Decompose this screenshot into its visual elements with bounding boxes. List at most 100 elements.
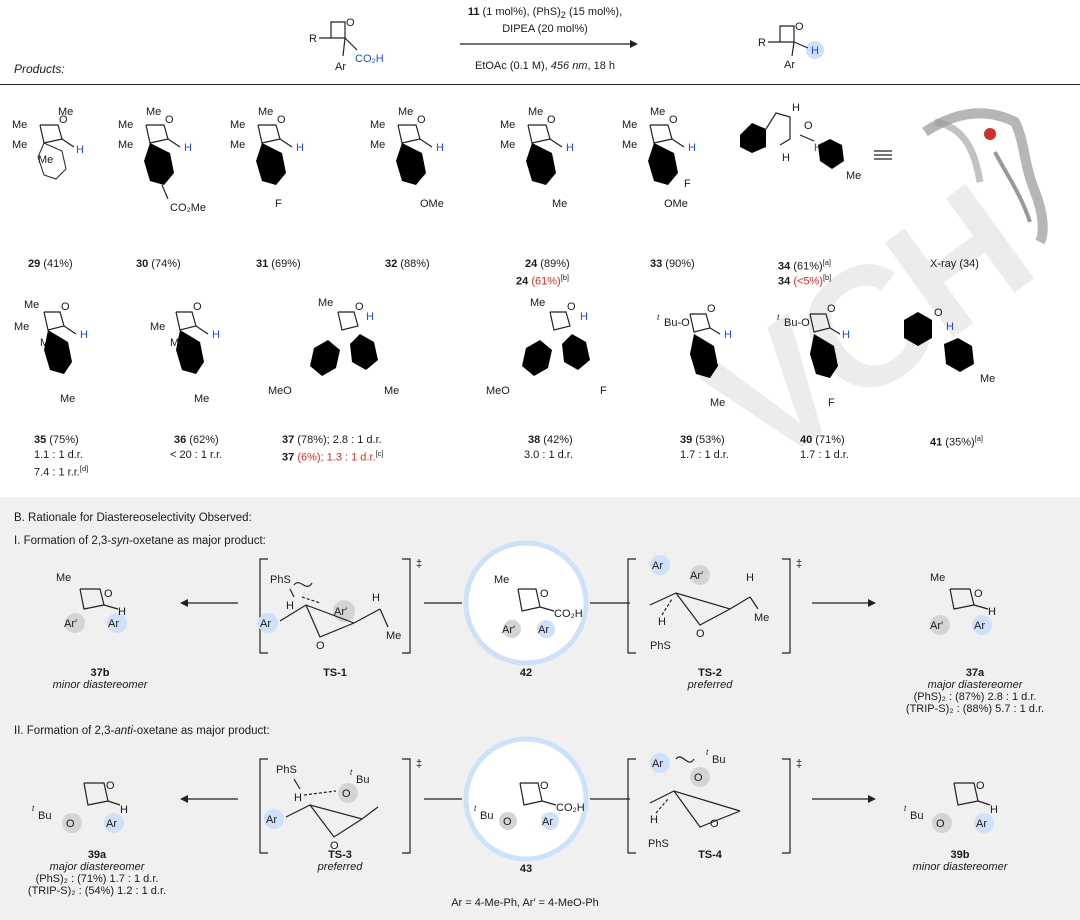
svg-text:Ar: Ar [652,560,663,572]
label-33: 33 (90%) [650,258,695,270]
svg-text:Me: Me [60,393,75,405]
label-40-l2: 1.7 : 1 d.r. [800,449,849,461]
caption-ts4: TS-4 [698,849,722,861]
svg-text:Ar: Ar [106,818,117,830]
svg-text:O: O [567,301,576,313]
svg-text:H: H [990,804,998,816]
svg-text:H: H [688,142,696,154]
svg-text:Me: Me [14,321,29,333]
svg-text:t: t [706,748,709,757]
product-h: H [811,45,819,57]
label-39-l2: 1.7 : 1 d.r. [680,449,729,461]
svg-text:Me: Me [386,630,401,642]
svg-text:Me: Me [146,106,161,118]
svg-text:O: O [710,818,719,830]
svg-text:OMe: OMe [420,198,444,210]
svg-text:H: H [814,142,822,154]
svg-text:Me: Me [58,106,73,118]
label-35-l2: 1.1 : 1 d.r. [34,449,83,461]
structure-34: HOH H Me [740,102,861,182]
svg-text:H: H [792,102,800,114]
svg-text:Me: Me [230,139,245,151]
svg-text:H: H [746,572,754,584]
svg-text:Ar: Ar [652,758,663,770]
label-40: 40 (71%) [800,434,845,446]
svg-text:O: O [827,303,836,315]
label-34-line2: 34 (<5%)[b] [778,273,832,288]
svg-text:O: O [974,588,983,600]
structure-37b: Me O H Ar′Ar [56,572,127,633]
svg-text:H: H [120,804,128,816]
svg-text:Me: Me [980,373,995,385]
svg-text:Me: Me [500,139,515,151]
svg-text:H: H [842,329,850,341]
svg-text:Me: Me [846,170,861,182]
structure-39: Bu-Ot OH Me [657,303,732,409]
product-r: R [758,37,766,49]
svg-text:F: F [600,385,607,397]
svg-text:Ar: Ar [260,618,271,630]
svg-text:O: O [694,772,703,784]
svg-text:Me: Me [398,106,413,118]
svg-text:Me: Me [12,139,27,151]
svg-text:Me: Me [370,119,385,131]
svg-text:Me: Me [552,198,567,210]
svg-text:Bu-O: Bu-O [664,317,690,329]
svg-text:MeO: MeO [268,385,292,397]
svg-text:Me: Me [318,297,333,309]
svg-text:‡: ‡ [796,558,802,570]
svg-text:PhS: PhS [276,764,297,776]
caption-42: 42 [519,667,533,679]
label-37-l2: 37 (6%); 1.3 : 1 d.r.[c] [282,449,384,464]
svg-text:O: O [104,588,113,600]
label-35-l3: 7.4 : 1 r.r.[d] [34,464,89,479]
reaction-arrow [460,40,638,48]
svg-text:MeO: MeO [486,385,510,397]
header-rule [0,84,1080,85]
label-29: 29 (41%) [28,258,73,270]
svg-text:O: O [707,303,716,315]
svg-text:Me: Me [930,572,945,584]
substrate-r: R [309,33,317,45]
svg-text:O: O [934,307,943,319]
panel-b-title: B. Rationale for Diastereoselectivity Ob… [14,512,252,524]
label-34: 34 (61%)[a] [778,258,831,273]
svg-text:O: O [342,788,351,800]
label-39: 39 (53%) [680,434,725,446]
scheme-header: Products: R O CO₂H Ar 11 (1 mol%), (PhS)… [0,0,1080,90]
products-label: Products: [14,62,65,76]
svg-text:Bu-O: Bu-O [784,317,810,329]
svg-text:Me: Me [118,139,133,151]
svg-text:t: t [474,804,477,813]
svg-text:H: H [946,321,954,333]
caption-ts1: TS-1 [323,667,347,679]
svg-text:H: H [286,600,294,612]
structure-41: OH Me [904,307,995,385]
label-37: 37 (78%); 2.8 : 1 d.r. [282,434,382,446]
svg-text:Me: Me [622,119,637,131]
label-24: 24 (89%) [525,258,570,270]
svg-text:H: H [436,142,444,154]
svg-text:Me: Me [150,321,165,333]
label-38-l2: 3.0 : 1 d.r. [524,449,573,461]
svg-text:OMe: OMe [664,198,688,210]
svg-text:Bu: Bu [38,810,51,822]
substrate-structure: R O CO₂H Ar [309,17,384,73]
svg-text:F: F [275,198,282,210]
svg-text:O: O [330,840,339,852]
label-31: 31 (69%) [256,258,301,270]
svg-text:O: O [804,120,813,132]
svg-text:t: t [904,804,907,813]
svg-text:O: O [547,114,556,126]
